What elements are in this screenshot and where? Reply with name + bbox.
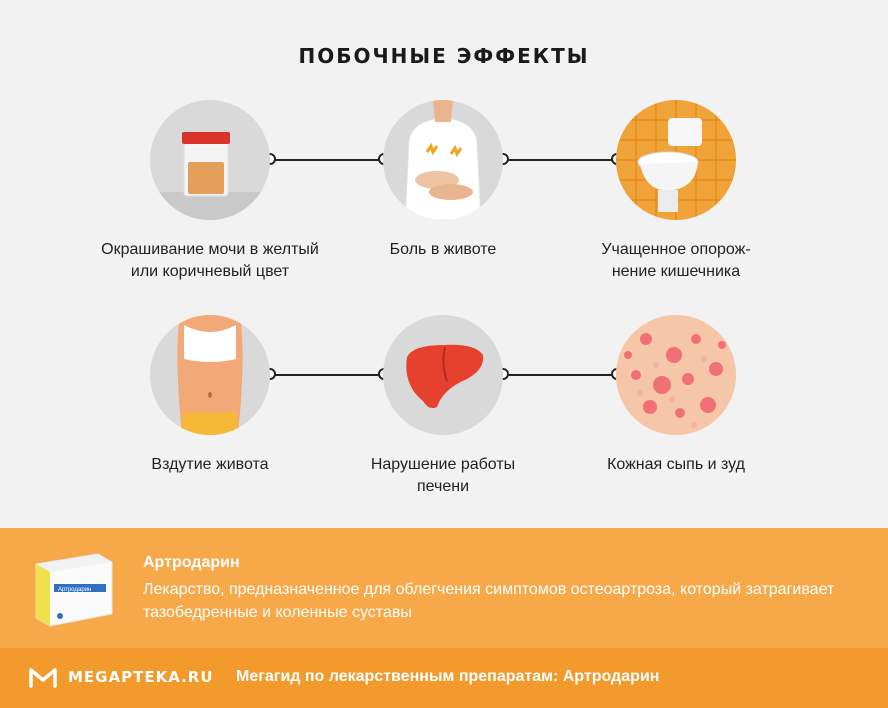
footer-bar: MEGAPTEKA.RU Мегагид по лекарственным пр… (0, 648, 888, 708)
page-title: ПОБОЧНЫЕ ЭФФЕКТЫ (298, 44, 590, 68)
effect-label: Окрашивание мочи в желтый или коричневый… (75, 239, 345, 283)
product-box-label: Артродарин (58, 587, 91, 593)
bloated-belly-icon (150, 315, 270, 435)
product-description: Лекарство, предназначенное для облегчени… (143, 581, 835, 621)
connector-line (270, 374, 384, 376)
logo-text[interactable]: MEGAPTEKA.RU (68, 668, 214, 686)
effect-label-line: Нарушение работы (370, 456, 516, 473)
megapteka-logo-icon[interactable] (28, 666, 58, 690)
product-package-image: Артродарин (28, 550, 114, 628)
effect-label: Учащенное опорож- нение кишечника (541, 239, 811, 283)
effect-label-line: Вздутие живота (151, 456, 269, 473)
urine-container-icon (150, 100, 270, 220)
effect-label: Нарушение работы печени (308, 454, 578, 498)
effect-label-line: Кожная сыпь и зуд (607, 456, 745, 473)
liver-icon (383, 315, 503, 435)
effect-label-line: Боль в животе (389, 241, 497, 258)
connector-line (503, 374, 617, 376)
toilet-icon (616, 100, 736, 220)
effect-label-line: нение кишечника (611, 263, 741, 280)
product-name: Артродарин (143, 554, 240, 571)
effect-label-line: Окрашивание мочи в желтый (101, 241, 319, 258)
skin-rash-icon (616, 315, 736, 435)
effect-label: Боль в животе (308, 239, 578, 261)
effect-label: Кожная сыпь и зуд (541, 454, 811, 476)
effect-label: Вздутие живота (75, 454, 345, 476)
connector-line (270, 159, 384, 161)
product-info-band: Артродарин Артродарин Лекарство, предназ… (0, 528, 888, 648)
effect-label-line: или коричневый цвет (130, 263, 290, 280)
footer-tagline: Мегагид по лекарственным препаратам: Арт… (236, 668, 660, 685)
abdominal-pain-icon (383, 100, 503, 220)
effect-label-line: печени (416, 478, 470, 495)
connector-line (503, 159, 617, 161)
effect-label-line: Учащенное опорож- (601, 241, 751, 258)
